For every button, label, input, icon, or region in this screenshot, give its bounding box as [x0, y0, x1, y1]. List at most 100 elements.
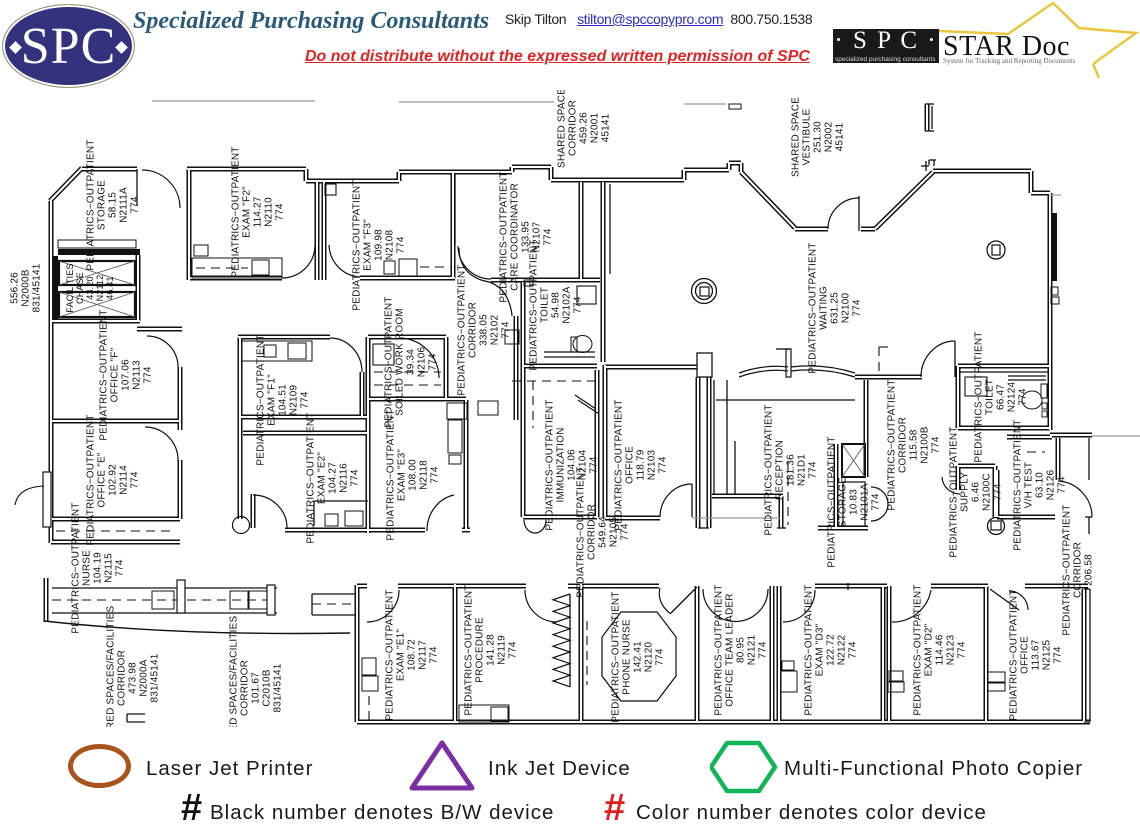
svg-text:PEDIATRICS−OUTPATIENT: PEDIATRICS−OUTPATIENT — [1013, 419, 1024, 550]
svg-text:STORAGE: STORAGE — [97, 180, 108, 230]
svg-text:PEDIATRICS−OUTPATIENT: PEDIATRICS−OUTPATIENT — [256, 334, 267, 465]
svg-text:N2115: N2115 — [104, 553, 115, 583]
svg-text:104.19: 104.19 — [93, 552, 104, 584]
svg-text:N2110: N2110 — [264, 197, 275, 227]
svg-text:774: 774 — [115, 559, 126, 577]
svg-text:N2103: N2103 — [647, 450, 658, 481]
svg-text:N2105: N2105 — [609, 517, 620, 548]
svg-text:774: 774 — [1053, 646, 1064, 664]
svg-text:SOILED WORK ROOM: SOILED WORK ROOM — [395, 308, 406, 416]
svg-text:N2106: N2106 — [417, 347, 428, 378]
svg-text:SHARED SPACE: SHARED SPACE — [557, 90, 568, 168]
svg-text:181.36: 181.36 — [786, 454, 797, 486]
svg-text:115.58: 115.58 — [909, 429, 920, 460]
svg-text:774: 774 — [871, 493, 882, 511]
svg-text:SHARED SPACES/FACILITIES: SHARED SPACES/FACILITIES — [229, 616, 240, 727]
svg-text:774: 774 — [658, 456, 669, 474]
svg-text:N2120: N2120 — [644, 642, 655, 673]
svg-text:774: 774 — [143, 366, 154, 384]
svg-text:PEDIATRICS−OUTPATIENT: PEDIATRICS−OUTPATIENT — [764, 404, 775, 535]
svg-text:774: 774 — [1057, 476, 1068, 494]
svg-text:774: 774 — [130, 471, 141, 489]
svg-text:N2100B: N2100B — [920, 426, 931, 463]
svg-text:N2001: N2001 — [590, 113, 601, 144]
svg-text:774: 774 — [429, 646, 440, 664]
svg-text:CORRIDOR: CORRIDOR — [898, 417, 909, 473]
svg-text:N2108: N2108 — [385, 230, 396, 261]
svg-text:SHARED SPACES/FACILITIES: SHARED SPACES/FACILITIES — [106, 606, 117, 727]
svg-text:TOILET: TOILET — [540, 287, 551, 323]
svg-text:43.20: 43.20 — [85, 276, 95, 300]
svg-text:EXAM "F3": EXAM "F3" — [363, 219, 374, 271]
svg-text:EXAM "E1": EXAM "E1" — [396, 629, 407, 681]
svg-text:FACILITIES: FACILITIES — [65, 263, 75, 313]
svg-text:N2102: N2102 — [490, 315, 501, 346]
svg-text:108.00: 108.00 — [408, 459, 419, 491]
svg-text:PEDIATRICS−OUTPATIENT: PEDIATRICS−OUTPATIENT — [545, 399, 556, 530]
svg-text:EXAM "D3": EXAM "D3" — [815, 623, 826, 676]
svg-text:6.46: 6.46 — [971, 482, 982, 503]
svg-text:VESTIBULE: VESTIBULE — [802, 108, 813, 165]
svg-text:N2104: N2104 — [578, 450, 589, 481]
svg-text:PEDIATRICS−OUTPATIENT: PEDIATRICS−OUTPATIENT — [385, 589, 396, 720]
svg-text:774: 774 — [808, 461, 819, 479]
svg-text:N2101A: N2101A — [860, 483, 871, 520]
svg-text:N2100: N2100 — [841, 293, 852, 324]
svg-text:PEDIATRICS−OUTPATIENT: PEDIATRICS−OUTPATIENT — [306, 412, 317, 543]
svg-text:631.25: 631.25 — [830, 292, 841, 324]
svg-text:774: 774 — [573, 296, 584, 314]
svg-text:45141: 45141 — [835, 122, 846, 151]
svg-text:STORAGE: STORAGE — [838, 477, 849, 527]
svg-text:104.06: 104.06 — [567, 449, 578, 481]
svg-text:N2126: N2126 — [1046, 470, 1057, 501]
svg-text:PEDIATRICS−OUTPATIENT: PEDIATRICS−OUTPATIENT — [352, 179, 363, 310]
svg-text:PEDIATRICS−OUTPATIENT: PEDIATRICS−OUTPATIENT — [231, 146, 242, 277]
svg-text:54.98: 54.98 — [551, 292, 562, 318]
svg-text:SHARED SPACE: SHARED SPACE — [791, 97, 802, 177]
svg-text:EXAM "E3": EXAM "E3" — [397, 449, 408, 501]
svg-text:774: 774 — [589, 456, 600, 474]
svg-text:PEDIATRICS−OUTPATIENT: PEDIATRICS−OUTPATIENT — [913, 584, 924, 715]
svg-text:549.64: 549.64 — [598, 516, 609, 548]
svg-text:774: 774 — [655, 648, 666, 666]
svg-text:58.15: 58.15 — [108, 192, 119, 218]
svg-text:774: 774 — [508, 641, 519, 659]
svg-text:107.06: 107.06 — [121, 359, 132, 391]
svg-text:OFFICE: OFFICE — [1020, 636, 1031, 674]
svg-text:774: 774 — [848, 641, 859, 659]
svg-text:N2121: N2121 — [747, 635, 758, 666]
svg-text:774: 774 — [396, 236, 407, 254]
svg-text:RECEPTION: RECEPTION — [775, 440, 786, 500]
svg-text:N2112: N2112 — [95, 275, 105, 302]
svg-text:774: 774 — [620, 523, 631, 541]
svg-text:PEDIATRICS−OUTPATIENT: PEDIATRICS−OUTPATIENT — [99, 309, 110, 440]
svg-text:SUPPLY: SUPPLY — [960, 472, 971, 512]
svg-text:N2113: N2113 — [132, 360, 143, 390]
svg-text:774: 774 — [931, 436, 942, 454]
svg-text:NURSE: NURSE — [82, 550, 93, 586]
svg-text:N2000A: N2000A — [139, 659, 150, 696]
svg-text:OFFICE "E": OFFICE "E" — [97, 452, 108, 507]
svg-text:473.98: 473.98 — [128, 662, 139, 694]
svg-text:774: 774 — [993, 483, 1004, 501]
svg-text:10.83: 10.83 — [849, 489, 860, 515]
svg-text:45141: 45141 — [601, 113, 612, 142]
svg-text:66.47: 66.47 — [996, 384, 1007, 410]
svg-text:N2002: N2002 — [824, 122, 835, 153]
svg-text:PEDIATRICS−OUTPATIENT: PEDIATRICS−OUTPATIENT — [464, 584, 475, 715]
svg-text:133.95: 133.95 — [521, 221, 532, 253]
svg-text:N2123: N2123 — [946, 635, 957, 666]
svg-text:118.79: 118.79 — [636, 449, 647, 480]
svg-text:108.72: 108.72 — [407, 639, 418, 671]
svg-text:338.05: 338.05 — [479, 314, 490, 346]
svg-text:PEDIATRICS−OUTPATIENT: PEDIATRICS−OUTPATIENT — [529, 239, 540, 370]
svg-text:104.27: 104.27 — [328, 462, 339, 494]
svg-text:459.26: 459.26 — [579, 112, 590, 144]
svg-text:PEDIATRICS−OUTPATIENT: PEDIATRICS−OUTPATIENT — [384, 296, 395, 427]
svg-text:EXAM "F1": EXAM "F1" — [267, 374, 278, 426]
svg-text:PEDIATRICS−OUTPATIENT: PEDIATRICS−OUTPATIENT — [611, 591, 622, 722]
svg-text:N2118: N2118 — [419, 460, 430, 490]
svg-text:PEDIATRICS−OUTPATIENT: PEDIATRICS−OUTPATIENT — [827, 436, 838, 567]
svg-text:PEDIATRICS−OUTPATIENT: PEDIATRICS−OUTPATIENT — [86, 414, 97, 545]
svg-text:N2000B: N2000B — [21, 269, 32, 306]
